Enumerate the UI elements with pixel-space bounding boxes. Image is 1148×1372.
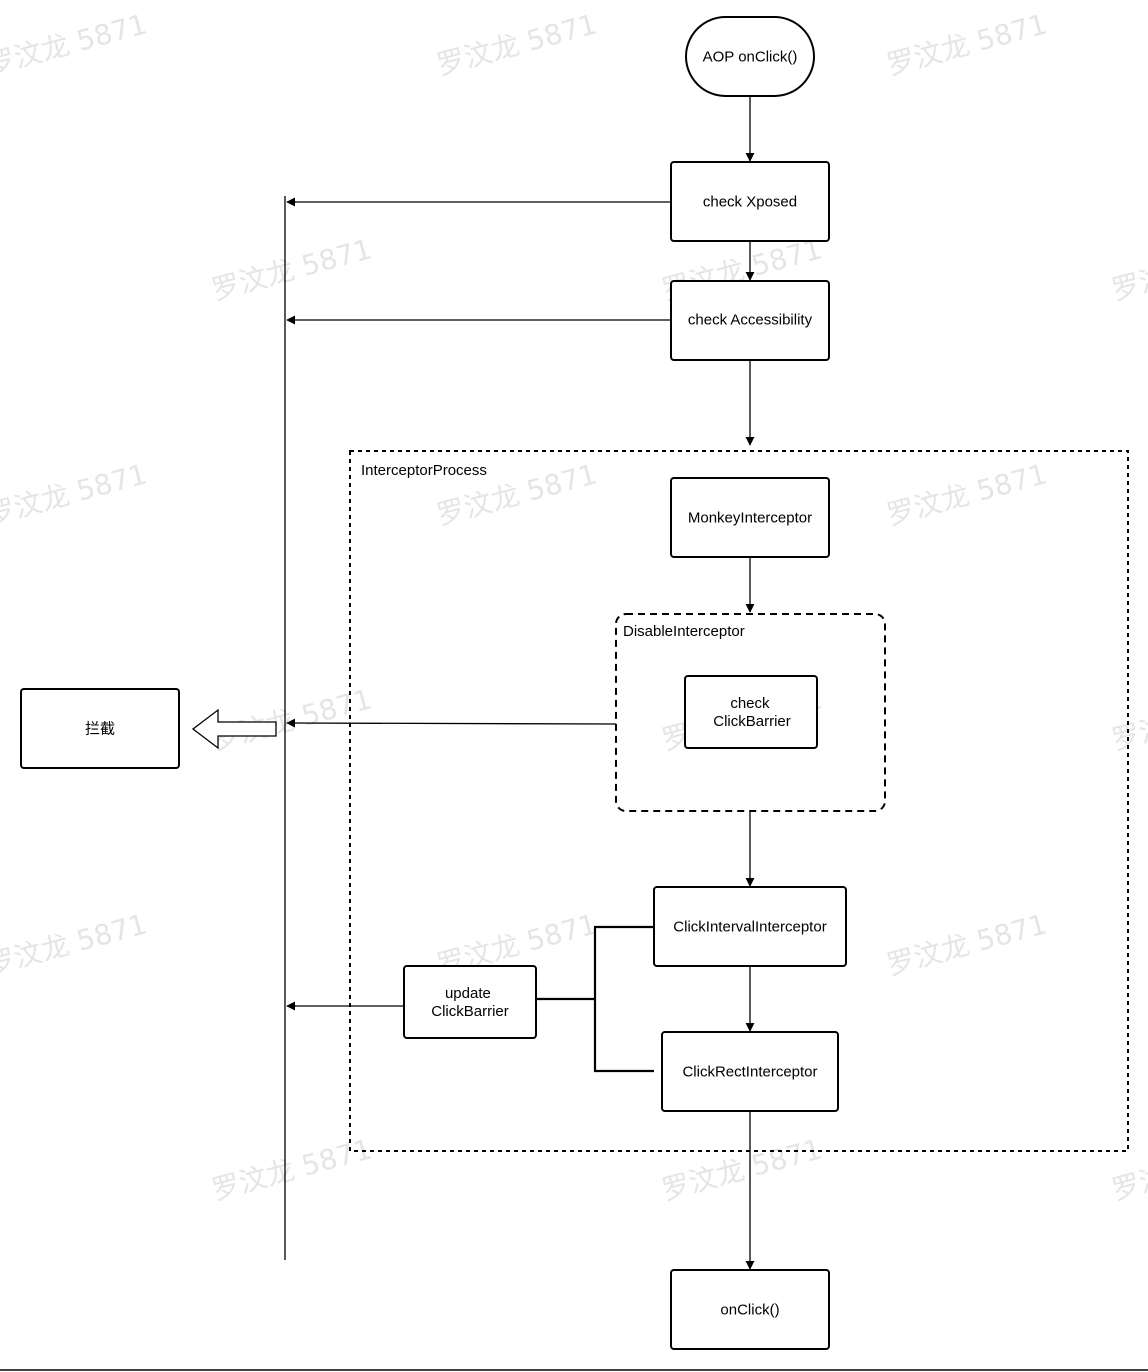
edge-disable-to-intercept bbox=[286, 718, 617, 728]
watermark-layer: 罗汶龙 5871 罗汶龙 5871 罗汶龙 5871 罗汶龙 5871 罗汶龙 5871… bbox=[0, 7, 1148, 1206]
click-rect-interceptor-node bbox=[661, 1031, 839, 1112]
click-interval-interceptor-node bbox=[653, 886, 847, 967]
start-node bbox=[685, 16, 815, 97]
click-interval-interceptor-label: ClickIntervalInterceptor bbox=[673, 919, 826, 936]
watermark-text: 罗汶龙 5871 bbox=[208, 1132, 375, 1206]
watermark-text: 罗汶龙 5871 bbox=[883, 7, 1050, 81]
monkey-interceptor-label: MonkeyInterceptor bbox=[688, 510, 812, 527]
check-click-barrier-node bbox=[684, 675, 818, 749]
watermark-text: 罗汶龙 5871 bbox=[0, 457, 150, 531]
update-click-barrier-label: update ClickBarrier bbox=[431, 985, 509, 1020]
check-click-barrier-label: check ClickBarrier bbox=[713, 695, 791, 730]
watermark-text: 罗汶龙 5871 bbox=[658, 1132, 825, 1206]
check-accessibility-node bbox=[670, 280, 830, 361]
check-accessibility-label: check Accessibility bbox=[688, 312, 813, 329]
interceptor-process-label: InterceptorProcess bbox=[361, 462, 487, 479]
end-node-label: onClick() bbox=[720, 1302, 779, 1319]
click-rect-interceptor-label: ClickRectInterceptor bbox=[682, 1064, 817, 1081]
interceptor-process-group bbox=[349, 450, 1129, 1152]
check-click-barrier-line1: check bbox=[730, 695, 770, 712]
check-click-barrier-line2: ClickBarrier bbox=[713, 713, 791, 730]
intercept-hollow-arrow bbox=[191, 708, 277, 750]
intercept-node-label: 拦截 bbox=[85, 721, 115, 738]
watermark-text: 罗汶龙 5871 bbox=[1108, 1132, 1148, 1206]
watermark-text: 罗汶龙 5871 bbox=[208, 232, 375, 306]
watermark-text: 罗汶龙 5871 bbox=[0, 907, 150, 981]
intercept-node bbox=[20, 688, 180, 769]
update-click-barrier-line2: ClickBarrier bbox=[431, 1003, 509, 1020]
check-xposed-node bbox=[670, 161, 830, 242]
watermark-text: 罗汶龙 5871 bbox=[433, 7, 600, 81]
disable-interceptor-label: DisableInterceptor bbox=[623, 623, 745, 640]
watermark-text: 罗汶龙 5871 bbox=[883, 907, 1050, 981]
update-bracket-connector bbox=[536, 925, 654, 1073]
monkey-interceptor-node bbox=[670, 477, 830, 558]
end-node bbox=[670, 1269, 830, 1350]
watermark-text: 罗汶龙 5871 bbox=[0, 7, 150, 81]
update-click-barrier-line1: update bbox=[445, 985, 491, 1002]
start-node-label: AOP onClick() bbox=[703, 49, 798, 66]
watermark-text: 罗汶龙 5871 bbox=[1108, 232, 1148, 306]
check-xposed-label: check Xposed bbox=[703, 194, 797, 211]
update-click-barrier-node bbox=[403, 965, 537, 1039]
watermark-text: 罗汶龙 5871 bbox=[883, 457, 1050, 531]
